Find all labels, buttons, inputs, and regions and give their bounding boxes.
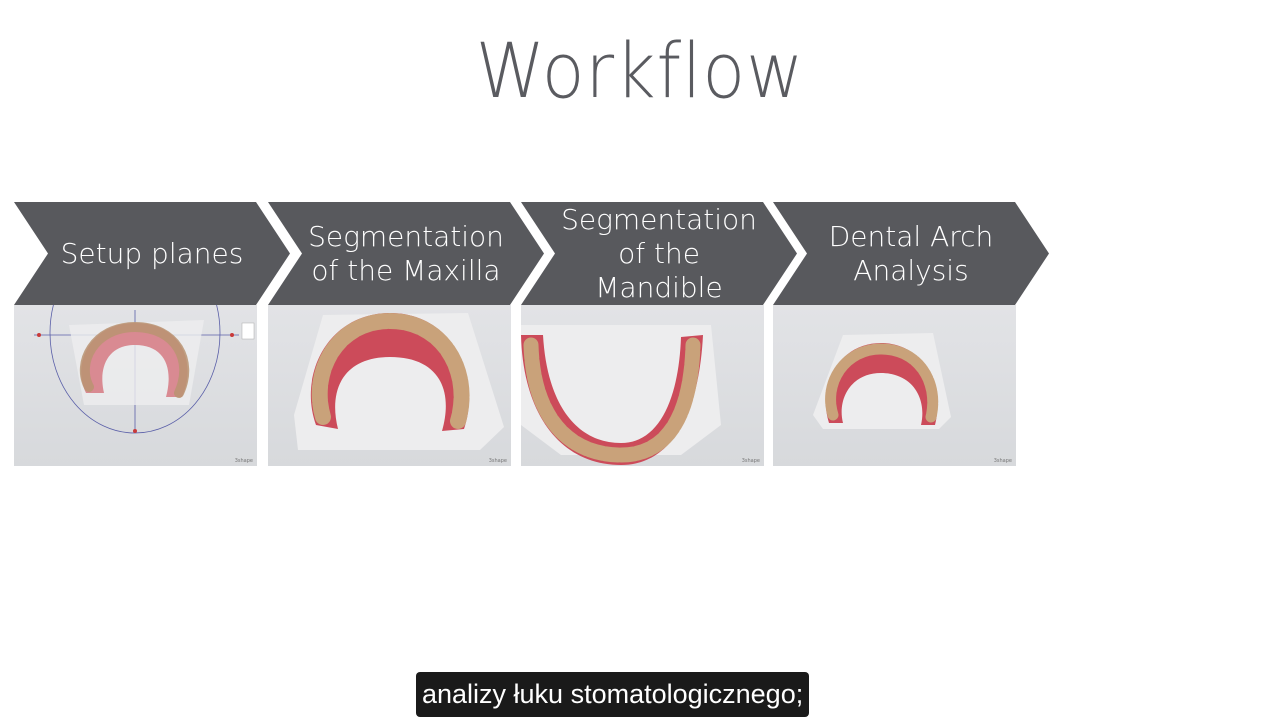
dental-scan-image — [813, 333, 951, 429]
chevron-arrow-shape — [521, 202, 797, 305]
logo-watermark: 3shape — [488, 458, 507, 464]
dental-scan-image — [294, 312, 504, 450]
logo-watermark: 3shape — [234, 458, 253, 464]
video-caption: analizy łuku stomatologicznego; — [416, 672, 810, 717]
step-label: Segmentation of the Mandible — [561, 202, 757, 304]
slide-title: Workflow — [475, 26, 805, 115]
step-label: Segmentation of the Maxilla — [308, 219, 504, 287]
step-label: Setup planes — [60, 236, 244, 270]
chevron-arrow-shape — [268, 202, 544, 305]
dental-scan-image — [521, 325, 721, 465]
workflow-step-segmentation-maxilla: Segmentation of the Maxilla — [268, 202, 544, 305]
workflow-step-setup-planes: Setup planes — [14, 202, 290, 305]
workflow-step-segmentation-mandible: Segmentation of the Mandible — [521, 202, 797, 305]
thumbnail-segmentation-mandible: 3shape — [521, 305, 764, 466]
step-label: Dental Arch Analysis — [828, 219, 994, 287]
dental-scan-image — [34, 305, 255, 434]
thumbnail-setup-planes: 3shape — [14, 305, 257, 466]
logo-watermark: 3shape — [741, 458, 760, 464]
thumbnail-segmentation-maxilla: 3shape — [268, 305, 511, 466]
chevron-arrow-shape — [14, 202, 290, 305]
thumbnail-dental-arch-analysis: 3shape — [773, 305, 1016, 466]
chevron-arrow-shape — [773, 202, 1049, 305]
logo-watermark: 3shape — [993, 458, 1012, 464]
workflow-step-dental-arch-analysis: Dental Arch Analysis — [773, 202, 1049, 305]
